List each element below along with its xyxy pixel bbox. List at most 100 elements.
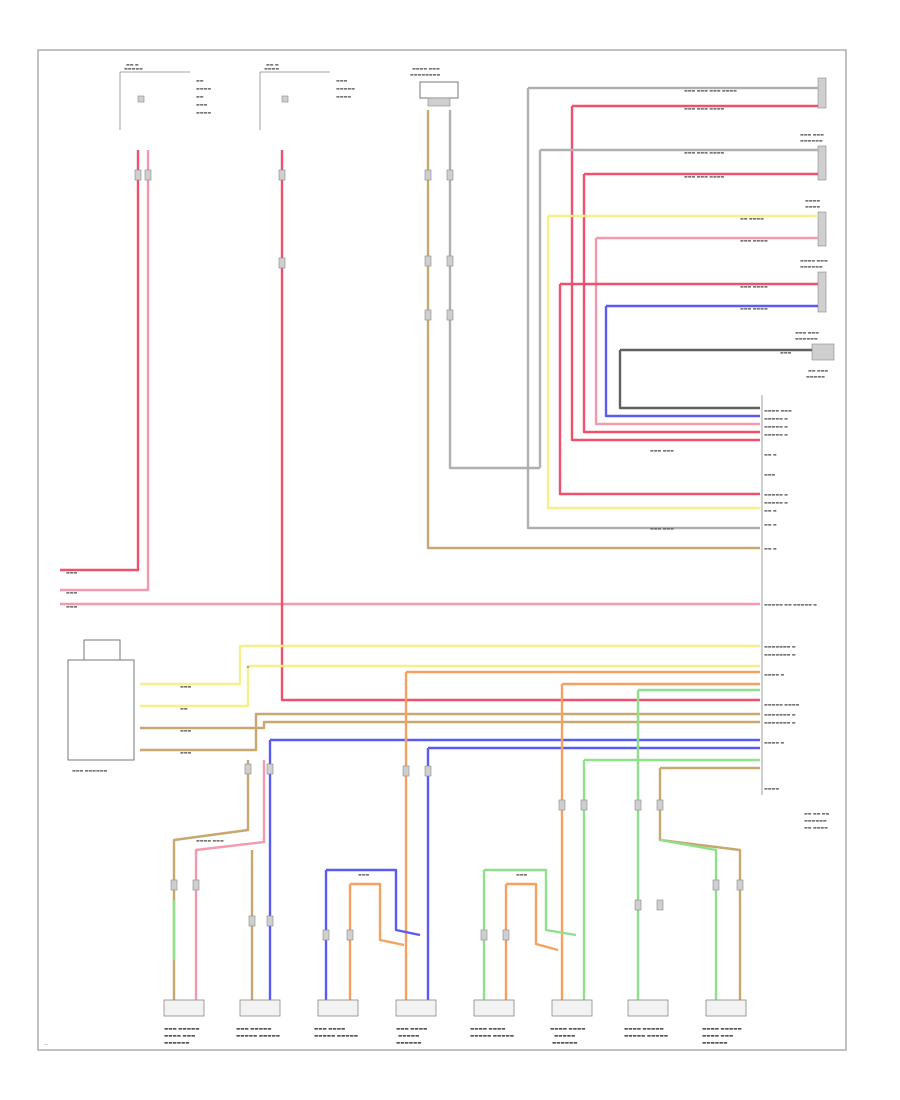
- svg-text:▬▬▬ ▬▬▬▬▬▬: ▬▬▬ ▬▬▬▬▬▬: [72, 768, 108, 773]
- svg-text:▬▬▬▬▬ ▬: ▬▬▬▬▬ ▬: [764, 416, 788, 421]
- svg-text:▬▬▬▬▬ ▬: ▬▬▬▬▬ ▬: [764, 500, 788, 505]
- svg-text:▬▬▬▬: ▬▬▬▬: [336, 94, 351, 99]
- speaker-7: ▬▬▬▬ ▬▬▬▬▬ ▬▬▬▬▬ ▬▬▬▬▬: [624, 999, 669, 1039]
- svg-text:▬▬▬▬ ▬▬▬▬: ▬▬▬▬ ▬▬▬▬: [550, 1027, 585, 1032]
- svg-text:▬▬▬▬▬: ▬▬▬▬▬: [806, 374, 825, 379]
- svg-text:▬▬: ▬▬: [196, 78, 204, 83]
- svg-text:▬▬▬: ▬▬▬: [780, 350, 792, 355]
- svg-text:▬▬▬▬ ▬: ▬▬▬▬ ▬: [764, 672, 784, 677]
- svg-text:▬▬▬▬▬: ▬▬▬▬▬: [336, 86, 355, 91]
- svg-text:▬▬▬▬ ▬▬▬: ▬▬▬▬ ▬▬▬: [412, 66, 440, 71]
- speaker-2: ▬▬▬ ▬▬▬▬▬ ▬▬▬▬▬ ▬▬▬▬▬: [236, 999, 281, 1039]
- speaker-8: ▬▬▬▬ ▬▬▬▬▬ ▬▬▬▬ ▬▬▬ ▬▬▬▬▬▬: [702, 999, 747, 1046]
- svg-text:▬▬▬▬▬ ▬▬▬▬▬: ▬▬▬▬▬ ▬▬▬▬▬: [314, 1034, 358, 1039]
- svg-text:▬▬▬▬▬ ▬▬▬▬▬: ▬▬▬▬▬ ▬▬▬▬▬: [236, 1034, 280, 1039]
- speaker-4: ▬▬▬ ▬▬▬▬▬▬▬▬▬▬▬▬▬▬▬: [395, 999, 437, 1046]
- diagram-frame: [37, 49, 847, 1051]
- fuse-block-center: ▬▬ ▬ ▬▬▬▬ ▬▬▬ ▬▬▬▬▬ ▬▬▬▬: [259, 62, 355, 130]
- fuse-block-left: ▬▬ ▬ ▬▬▬▬▬ ▬▬ ▬▬▬▬ ▬▬ ▬▬▬ ▬▬▬▬: [119, 62, 211, 130]
- svg-text:▬▬▬▬ ▬▬▬: ▬▬▬▬ ▬▬▬: [164, 1034, 195, 1039]
- svg-text:▬▬▬ ▬▬▬ ▬▬▬ ▬▬▬▬: ▬▬▬ ▬▬▬ ▬▬▬ ▬▬▬▬: [684, 88, 737, 93]
- svg-text:▬▬▬▬▬ ▬▬ ▬▬▬▬▬ ▬: ▬▬▬▬▬ ▬▬ ▬▬▬▬▬ ▬: [764, 602, 817, 607]
- svg-text:▬▬▬▬ ▬▬▬▬▬: ▬▬▬▬ ▬▬▬▬▬: [624, 1027, 664, 1032]
- svg-text:▬▬ ▬▬ ▬▬: ▬▬ ▬▬ ▬▬: [804, 811, 829, 816]
- svg-text:▬▬: ▬▬: [180, 706, 188, 711]
- svg-text:▬▬▬▬: ▬▬▬▬: [805, 204, 820, 209]
- svg-text:▬▬▬▬: ▬▬▬▬: [764, 786, 779, 791]
- svg-text:▬▬ ▬: ▬▬ ▬: [764, 508, 777, 513]
- speaker-3: ▬▬▬ ▬▬▬▬ ▬▬▬▬▬ ▬▬▬▬▬: [314, 999, 359, 1039]
- svg-text:▬▬▬▬▬ ▬▬▬▬: ▬▬▬▬▬ ▬▬▬▬: [764, 702, 800, 707]
- svg-text:▬▬▬▬▬▬: ▬▬▬▬▬▬: [702, 1041, 728, 1046]
- svg-text:▬▬▬▬: ▬▬▬▬: [805, 198, 820, 203]
- main-connector: ▬▬▬▬ ▬▬▬ ▬▬▬▬▬ ▬ ▬▬▬▬▬ ▬ ▬▬▬▬▬ ▬ ▬▬ ▬ ▬▬…: [761, 395, 829, 830]
- svg-text:▬▬▬ ▬▬▬▬: ▬▬▬ ▬▬▬▬: [396, 1027, 427, 1032]
- antenna-connector: ▬▬▬▬ ▬▬▬ ▬▬▬▬▬▬▬▬: [410, 66, 459, 107]
- left-module: ▬▬▬ ▬▬▬▬▬▬: [67, 639, 135, 773]
- svg-text:▬▬▬: ▬▬▬: [196, 102, 208, 107]
- svg-text:▬▬▬▬▬▬: ▬▬▬▬▬▬: [800, 138, 823, 143]
- svg-text:▬▬▬▬▬▬▬▬: ▬▬▬▬▬▬▬▬: [410, 72, 440, 77]
- footer-code: —: [44, 1042, 48, 1047]
- svg-text:▬▬▬▬ ▬▬▬: ▬▬▬▬ ▬▬▬: [196, 838, 224, 843]
- svg-text:▬▬▬▬▬▬: ▬▬▬▬▬▬: [800, 264, 823, 269]
- svg-text:▬▬▬ ▬▬▬▬▬: ▬▬▬ ▬▬▬▬▬: [164, 1027, 199, 1032]
- inline-connectors: [134, 169, 744, 941]
- svg-text:▬▬ ▬▬▬▬: ▬▬ ▬▬▬▬: [804, 825, 828, 830]
- svg-text:▬▬▬: ▬▬▬: [516, 872, 528, 877]
- svg-text:▬▬▬: ▬▬▬: [180, 750, 192, 755]
- svg-text:▬▬▬: ▬▬▬: [66, 570, 78, 575]
- svg-text:▬▬ ▬▬▬▬: ▬▬ ▬▬▬▬: [740, 216, 764, 221]
- right-components: ▬▬▬ ▬▬▬ ▬▬▬▬▬▬ ▬▬▬▬ ▬▬▬▬ ▬▬▬▬ ▬▬▬ ▬▬▬▬▬▬…: [795, 77, 835, 379]
- svg-text:▬▬▬ ▬▬▬▬: ▬▬▬ ▬▬▬▬: [740, 284, 768, 289]
- speaker-5: ▬▬▬▬ ▬▬▬▬▬▬▬▬▬ ▬▬▬▬▬: [470, 999, 515, 1039]
- svg-text:▬▬ ▬: ▬▬ ▬: [764, 522, 777, 527]
- svg-text:▬▬▬▬▬▬▬ ▬: ▬▬▬▬▬▬▬ ▬: [764, 712, 796, 717]
- speaker-1: ▬▬▬ ▬▬▬▬▬ ▬▬▬▬ ▬▬▬ ▬▬▬▬▬▬: [163, 999, 205, 1046]
- svg-text:▬▬▬▬▬ ▬: ▬▬▬▬▬ ▬: [764, 432, 788, 437]
- svg-text:▬▬▬▬▬ ▬▬▬▬▬: ▬▬▬▬▬ ▬▬▬▬▬: [470, 1034, 514, 1039]
- svg-text:▬▬▬ ▬▬▬ ▬▬▬▬: ▬▬▬ ▬▬▬ ▬▬▬▬: [684, 150, 725, 155]
- svg-text:▬▬▬ ▬▬▬▬▬: ▬▬▬ ▬▬▬▬▬: [236, 1027, 271, 1032]
- svg-text:▬▬▬▬: ▬▬▬▬: [264, 66, 279, 71]
- svg-text:▬▬▬▬ ▬▬▬▬▬: ▬▬▬▬ ▬▬▬▬▬: [702, 1027, 742, 1032]
- svg-text:▬▬▬▬▬▬▬ ▬: ▬▬▬▬▬▬▬ ▬: [764, 720, 796, 725]
- speaker-6: ▬▬▬▬ ▬▬▬▬▬▬▬▬▬▬▬▬▬▬▬: [550, 999, 593, 1046]
- svg-text:▬▬▬▬▬: ▬▬▬▬▬: [398, 1034, 419, 1039]
- svg-text:▬▬▬▬▬ ▬: ▬▬▬▬▬ ▬: [764, 424, 788, 429]
- svg-text:▬▬ ▬: ▬▬ ▬: [764, 452, 777, 457]
- svg-text:▬▬▬: ▬▬▬: [180, 684, 192, 689]
- svg-text:▬▬▬ ▬▬▬ ▬▬▬▬: ▬▬▬ ▬▬▬ ▬▬▬▬: [684, 106, 725, 111]
- wires: [60, 86, 818, 1000]
- svg-text:▬▬▬: ▬▬▬: [358, 872, 370, 877]
- svg-text:▬▬▬: ▬▬▬: [66, 590, 78, 595]
- svg-text:▬▬▬ ▬▬▬▬: ▬▬▬ ▬▬▬▬: [740, 306, 768, 311]
- svg-text:▬▬ ▬: ▬▬ ▬: [764, 546, 777, 551]
- svg-text:▬▬ ▬: ▬▬ ▬: [126, 62, 139, 67]
- svg-text:▬▬ ▬▬▬: ▬▬ ▬▬▬: [808, 368, 828, 373]
- svg-text:▬▬▬▬▬: ▬▬▬▬▬: [124, 66, 143, 71]
- speakers: ▬▬▬ ▬▬▬▬▬▬▬▬▬ ▬▬▬▬▬▬▬▬▬ ▬▬▬ ▬▬▬▬▬▬▬▬▬▬ ▬…: [163, 999, 747, 1046]
- svg-text:▬▬▬: ▬▬▬: [180, 728, 192, 733]
- svg-text:▬▬▬▬ ▬▬▬: ▬▬▬▬ ▬▬▬: [764, 408, 792, 413]
- svg-text:▬▬▬▬: ▬▬▬▬: [196, 110, 211, 115]
- svg-text:▬▬▬▬▬▬: ▬▬▬▬▬▬: [552, 1041, 578, 1046]
- svg-text:▬▬▬: ▬▬▬: [764, 472, 776, 477]
- svg-text:▬▬▬ ▬▬▬: ▬▬▬ ▬▬▬: [650, 448, 674, 453]
- svg-text:▬▬▬▬▬▬▬ ▬: ▬▬▬▬▬▬▬ ▬: [764, 644, 796, 649]
- svg-text:▬▬▬ ▬▬▬▬: ▬▬▬ ▬▬▬▬: [314, 1027, 345, 1032]
- svg-text:▬▬▬▬▬▬: ▬▬▬▬▬▬: [396, 1041, 422, 1046]
- svg-text:▬▬▬▬ ▬▬▬: ▬▬▬▬ ▬▬▬: [800, 258, 828, 263]
- svg-text:▬▬▬: ▬▬▬: [336, 78, 348, 83]
- svg-text:▬▬▬▬▬▬▬ ▬: ▬▬▬▬▬▬▬ ▬: [764, 652, 796, 657]
- svg-text:▬▬▬▬▬▬: ▬▬▬▬▬▬: [164, 1041, 190, 1046]
- svg-text:▬▬▬ ▬▬▬: ▬▬▬ ▬▬▬: [650, 526, 674, 531]
- svg-text:▬▬▬▬▬ ▬▬▬▬▬: ▬▬▬▬▬ ▬▬▬▬▬: [624, 1034, 668, 1039]
- svg-text:▬▬▬▬ ▬▬▬: ▬▬▬▬ ▬▬▬: [702, 1034, 733, 1039]
- svg-text:▬▬▬ ▬▬▬ ▬▬▬▬: ▬▬▬ ▬▬▬ ▬▬▬▬: [684, 174, 725, 179]
- svg-text:▬▬▬: ▬▬▬: [66, 604, 78, 609]
- svg-text:▬▬▬ ▬▬▬: ▬▬▬ ▬▬▬: [800, 132, 824, 137]
- svg-text:▬▬▬▬▬ ▬: ▬▬▬▬▬ ▬: [764, 492, 788, 497]
- svg-text:▬▬▬ ▬▬▬▬: ▬▬▬ ▬▬▬▬: [740, 238, 768, 243]
